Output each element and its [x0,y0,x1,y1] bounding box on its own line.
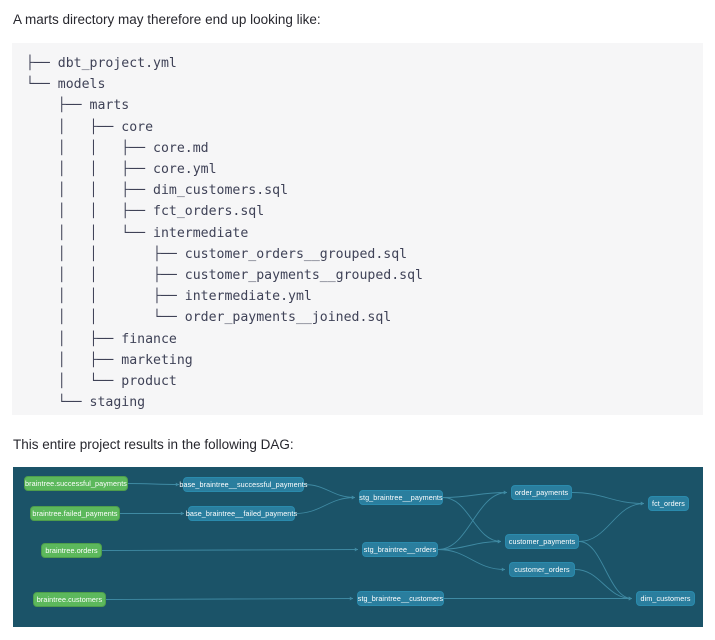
dag-node-label: fct_orders [652,498,685,508]
dag-node-label: base_braintree__successful_payments [179,479,308,489]
dag-edge-arrow [628,596,632,601]
dag-visualization[interactable]: braintree.successful_payments braintree.f… [13,467,703,627]
dag-edge [437,549,506,570]
directory-tree-code-block: ├── dbt_project.yml └── models ├── marts… [12,43,703,415]
dag-node-stg-braintree--customers[interactable]: stg_braintree__customers [357,591,444,606]
dag-edges [101,482,645,601]
dag-edge [437,541,502,550]
dag-edge [574,569,633,599]
dag-node-label: braintree.successful_payments [25,478,127,488]
dag-edge-arrow [501,567,505,572]
dag-node-label: braintree.customers [36,594,103,604]
dag-node-braintree-successful-payments[interactable]: braintree.successful_payments [24,476,128,491]
intro-paragraph-dag: This entire project results in the follo… [13,437,294,452]
dag-edge [101,549,359,551]
dag-node-label: stg_braintree__orders [363,544,437,554]
dag-node-label: order_payments [514,487,569,497]
dag-edge [105,598,354,600]
dag-edge-arrow [497,539,501,544]
dag-node-label: braintree.orders [45,545,98,555]
dag-node-label: customer_orders [514,564,570,574]
dag-edge [127,483,180,485]
dag-node-label: braintree.failed_payments [32,508,118,518]
dag-edge-arrow [503,490,507,495]
dag-node-fct-orders[interactable]: fct_orders [648,496,689,511]
dag-node-label: base_braintree__failed_payments [185,508,298,518]
dag-node-label: stg_braintree__payments [359,492,443,502]
dag-node-order-payments[interactable]: order_payments [511,485,572,500]
dag-edge-arrow [180,511,184,516]
dag-node-customer-payments[interactable]: customer_payments [505,534,579,549]
dag-edge [437,492,508,550]
dag-edge [442,492,508,498]
dag-edge-arrow [175,482,179,487]
dag-edge [571,492,645,504]
dag-edge-arrow [349,596,353,601]
dag-edge [578,541,633,599]
dag-node-customer-orders[interactable]: customer_orders [509,562,575,577]
dag-edge-arrow [351,495,355,500]
dag-node-label: stg_braintree__customers [357,593,444,603]
dag-edge [303,484,356,498]
dag-edge [294,497,356,514]
dag-node-braintree-customers[interactable]: braintree.customers [33,592,106,607]
dag-node-base-braintree--failed-payments[interactable]: base_braintree__failed_payments [185,506,298,521]
dag-edge [578,503,645,542]
dag-node-braintree-failed-payments[interactable]: braintree.failed_payments [30,506,120,521]
dag-node-label: customer_payments [508,536,576,546]
dag-node-stg-braintree--orders[interactable]: stg_braintree__orders [362,542,438,557]
intro-paragraph-marts: A marts directory may therefore end up l… [13,12,321,27]
dag-edge [442,497,502,542]
directory-tree-content: ├── dbt_project.yml └── models ├── marts… [26,56,423,411]
dag-node-dim-customers[interactable]: dim_customers [636,591,695,606]
dag-edge-arrow [354,547,358,552]
dag-edge-arrow [640,501,644,506]
dag-node-stg-braintree--payments[interactable]: stg_braintree__payments [359,490,443,505]
dag-node-base-braintree--successful-payments[interactable]: base_braintree__successful_payments [179,477,307,492]
dag-node-braintree-orders[interactable]: braintree.orders [41,543,102,558]
dag-node-label: dim_customers [640,593,691,603]
